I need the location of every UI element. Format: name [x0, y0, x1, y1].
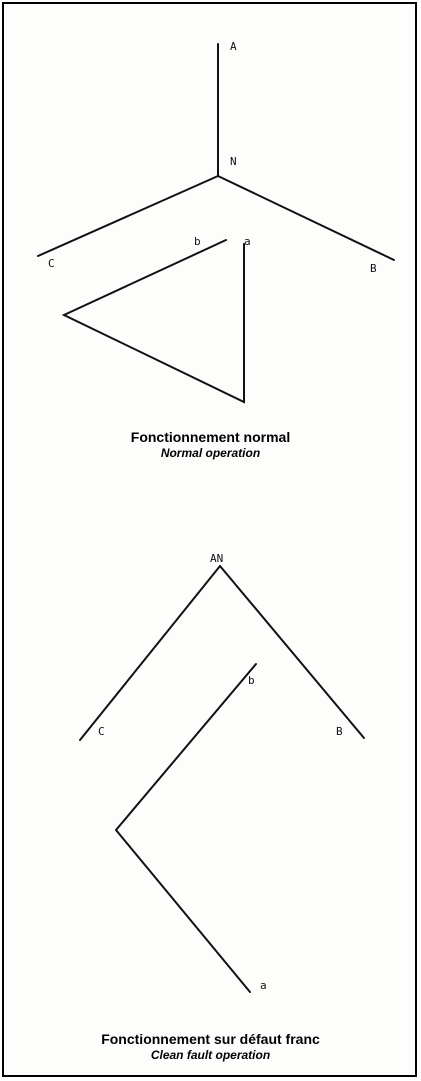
label-C: C: [48, 257, 55, 270]
label-a-fault: a: [260, 979, 267, 992]
caption-subtitle-normal: Normal operation: [160, 446, 261, 460]
caption-title-fault: Fonctionnement sur défaut franc: [101, 1031, 320, 1047]
fault-operation-diagram: AN C B b a: [79, 552, 365, 993]
caption-title-normal: Fonctionnement normal: [130, 429, 291, 445]
phasor-AN-C: [79, 565, 221, 741]
normal-operation-caption: Fonctionnement normal Normal operation: [0, 428, 421, 461]
label-a: a: [244, 235, 251, 248]
secondary-triangle: [61, 239, 245, 404]
label-b-fault: b: [248, 674, 255, 687]
normal-operation-diagram: A N B C b a: [37, 40, 395, 404]
label-A: A: [230, 40, 237, 53]
fault-operation-caption: Fonctionnement sur défaut franc Clean fa…: [0, 1030, 421, 1063]
label-C-fault: C: [98, 725, 105, 738]
label-B: B: [370, 262, 377, 275]
label-AN: AN: [210, 552, 223, 565]
secondary-fault-lines: [114, 663, 257, 993]
label-b: b: [194, 235, 201, 248]
label-N: N: [230, 155, 237, 168]
phasor-N-B: [217, 175, 395, 261]
caption-subtitle-fault: Clean fault operation: [150, 1048, 271, 1062]
phasor-AN-B: [219, 565, 365, 739]
label-B-fault: B: [336, 725, 343, 738]
phasor-N-C: [37, 175, 219, 257]
